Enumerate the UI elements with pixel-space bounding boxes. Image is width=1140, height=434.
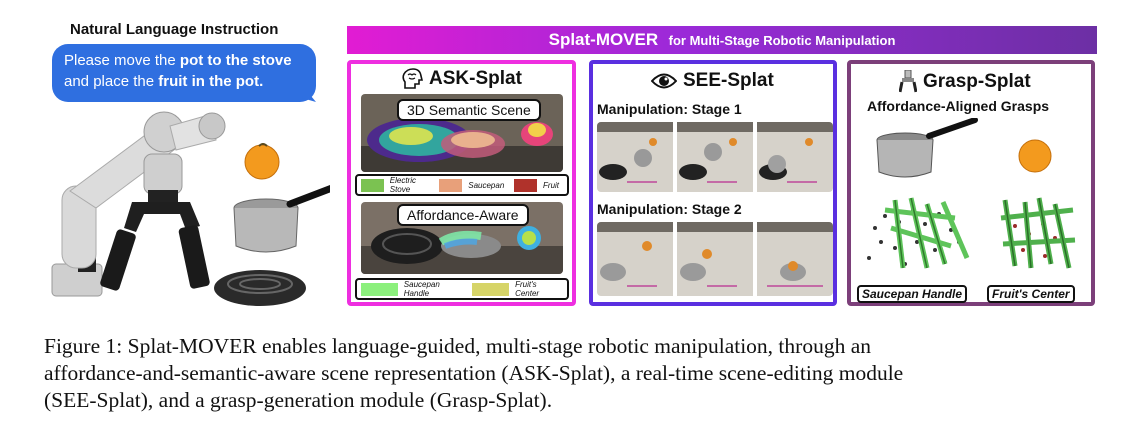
legend-swatch-stove [361, 178, 384, 192]
stage-1-images [597, 122, 833, 192]
grasp-tag-fruit-center: Fruit's Center [987, 285, 1075, 303]
orange-fruit [244, 144, 280, 180]
see-splat-panel: SEE-Splat Manipulation: Stage 1 Manipula… [589, 60, 837, 306]
banner: Splat-MOVER for Multi-Stage Robotic Mani… [347, 26, 1097, 54]
caption-line-3: (SEE-Splat), and a grasp-generation modu… [44, 388, 553, 412]
ask-splat-title: ASK-Splat [401, 68, 522, 90]
brain-head-icon [402, 68, 423, 89]
instruction-line-2: and place the fruit in the pot. [64, 73, 264, 90]
stage-1-label: Manipulation: Stage 1 [597, 101, 742, 117]
legend-swatch-handle [361, 282, 398, 296]
instruction-title: Natural Language Instruction [70, 21, 279, 38]
grasp-subtitle: Affordance-Aligned Grasps [867, 98, 1050, 114]
saucepan [233, 207, 299, 253]
semantic-scene-label: 3D Semantic Scene [397, 99, 541, 121]
legend-label-stove: Electric Stove [389, 176, 416, 194]
affordance-legend: Saucepan Handle Fruit's Center [355, 278, 569, 300]
caption-line-1: Figure 1: Splat-MOVER enables language-g… [44, 334, 871, 358]
legend-label-handle: Saucepan Handle [403, 280, 440, 298]
instruction-line-1: Please move the pot to the stove [64, 52, 292, 69]
grasp-splat-panel: Grasp-Splat Affordance-Aligned Grasps [847, 60, 1095, 306]
stage-2-label: Manipulation: Stage 2 [597, 201, 742, 217]
banner-subtitle: for Multi-Stage Robotic Manipulation [668, 33, 896, 48]
legend-swatch-fruit-center [472, 282, 510, 296]
instruction-bubble: Please move the pot to the stove and pla… [52, 44, 316, 102]
grasp-tag-saucepan-handle: Saucepan Handle [857, 285, 968, 303]
banner-title: Splat-MOVER [548, 30, 659, 49]
legend-label-saucepan: Saucepan [468, 180, 505, 190]
affordance-label: Affordance-Aware [397, 204, 529, 226]
stage-2-images [597, 222, 833, 296]
see-splat-title: SEE-Splat [651, 70, 774, 92]
semantic-legend: Electric Stove Saucepan Fruit [355, 174, 569, 196]
robot-scene-illustration [51, 96, 330, 306]
figure-caption: Figure 1: Splat-MOVER enables language-g… [44, 333, 1104, 414]
ask-splat-panel: ASK-Splat 3D Semantic Scene Electric Sto… [347, 60, 576, 306]
eye-icon [651, 73, 677, 89]
grasp-splat-title: Grasp-Splat [899, 70, 1031, 94]
grasp-visualization [867, 118, 1076, 269]
robot-gripper-icon [899, 70, 917, 93]
caption-line-2: affordance-and-semantic-aware scene repr… [44, 361, 904, 385]
legend-swatch-saucepan [439, 178, 463, 192]
legend-swatch-fruit [514, 178, 538, 192]
robot-gripper [124, 202, 200, 232]
legend-label-fruit-center: Fruit's Center [515, 280, 540, 298]
legend-label-fruit: Fruit [543, 180, 560, 190]
